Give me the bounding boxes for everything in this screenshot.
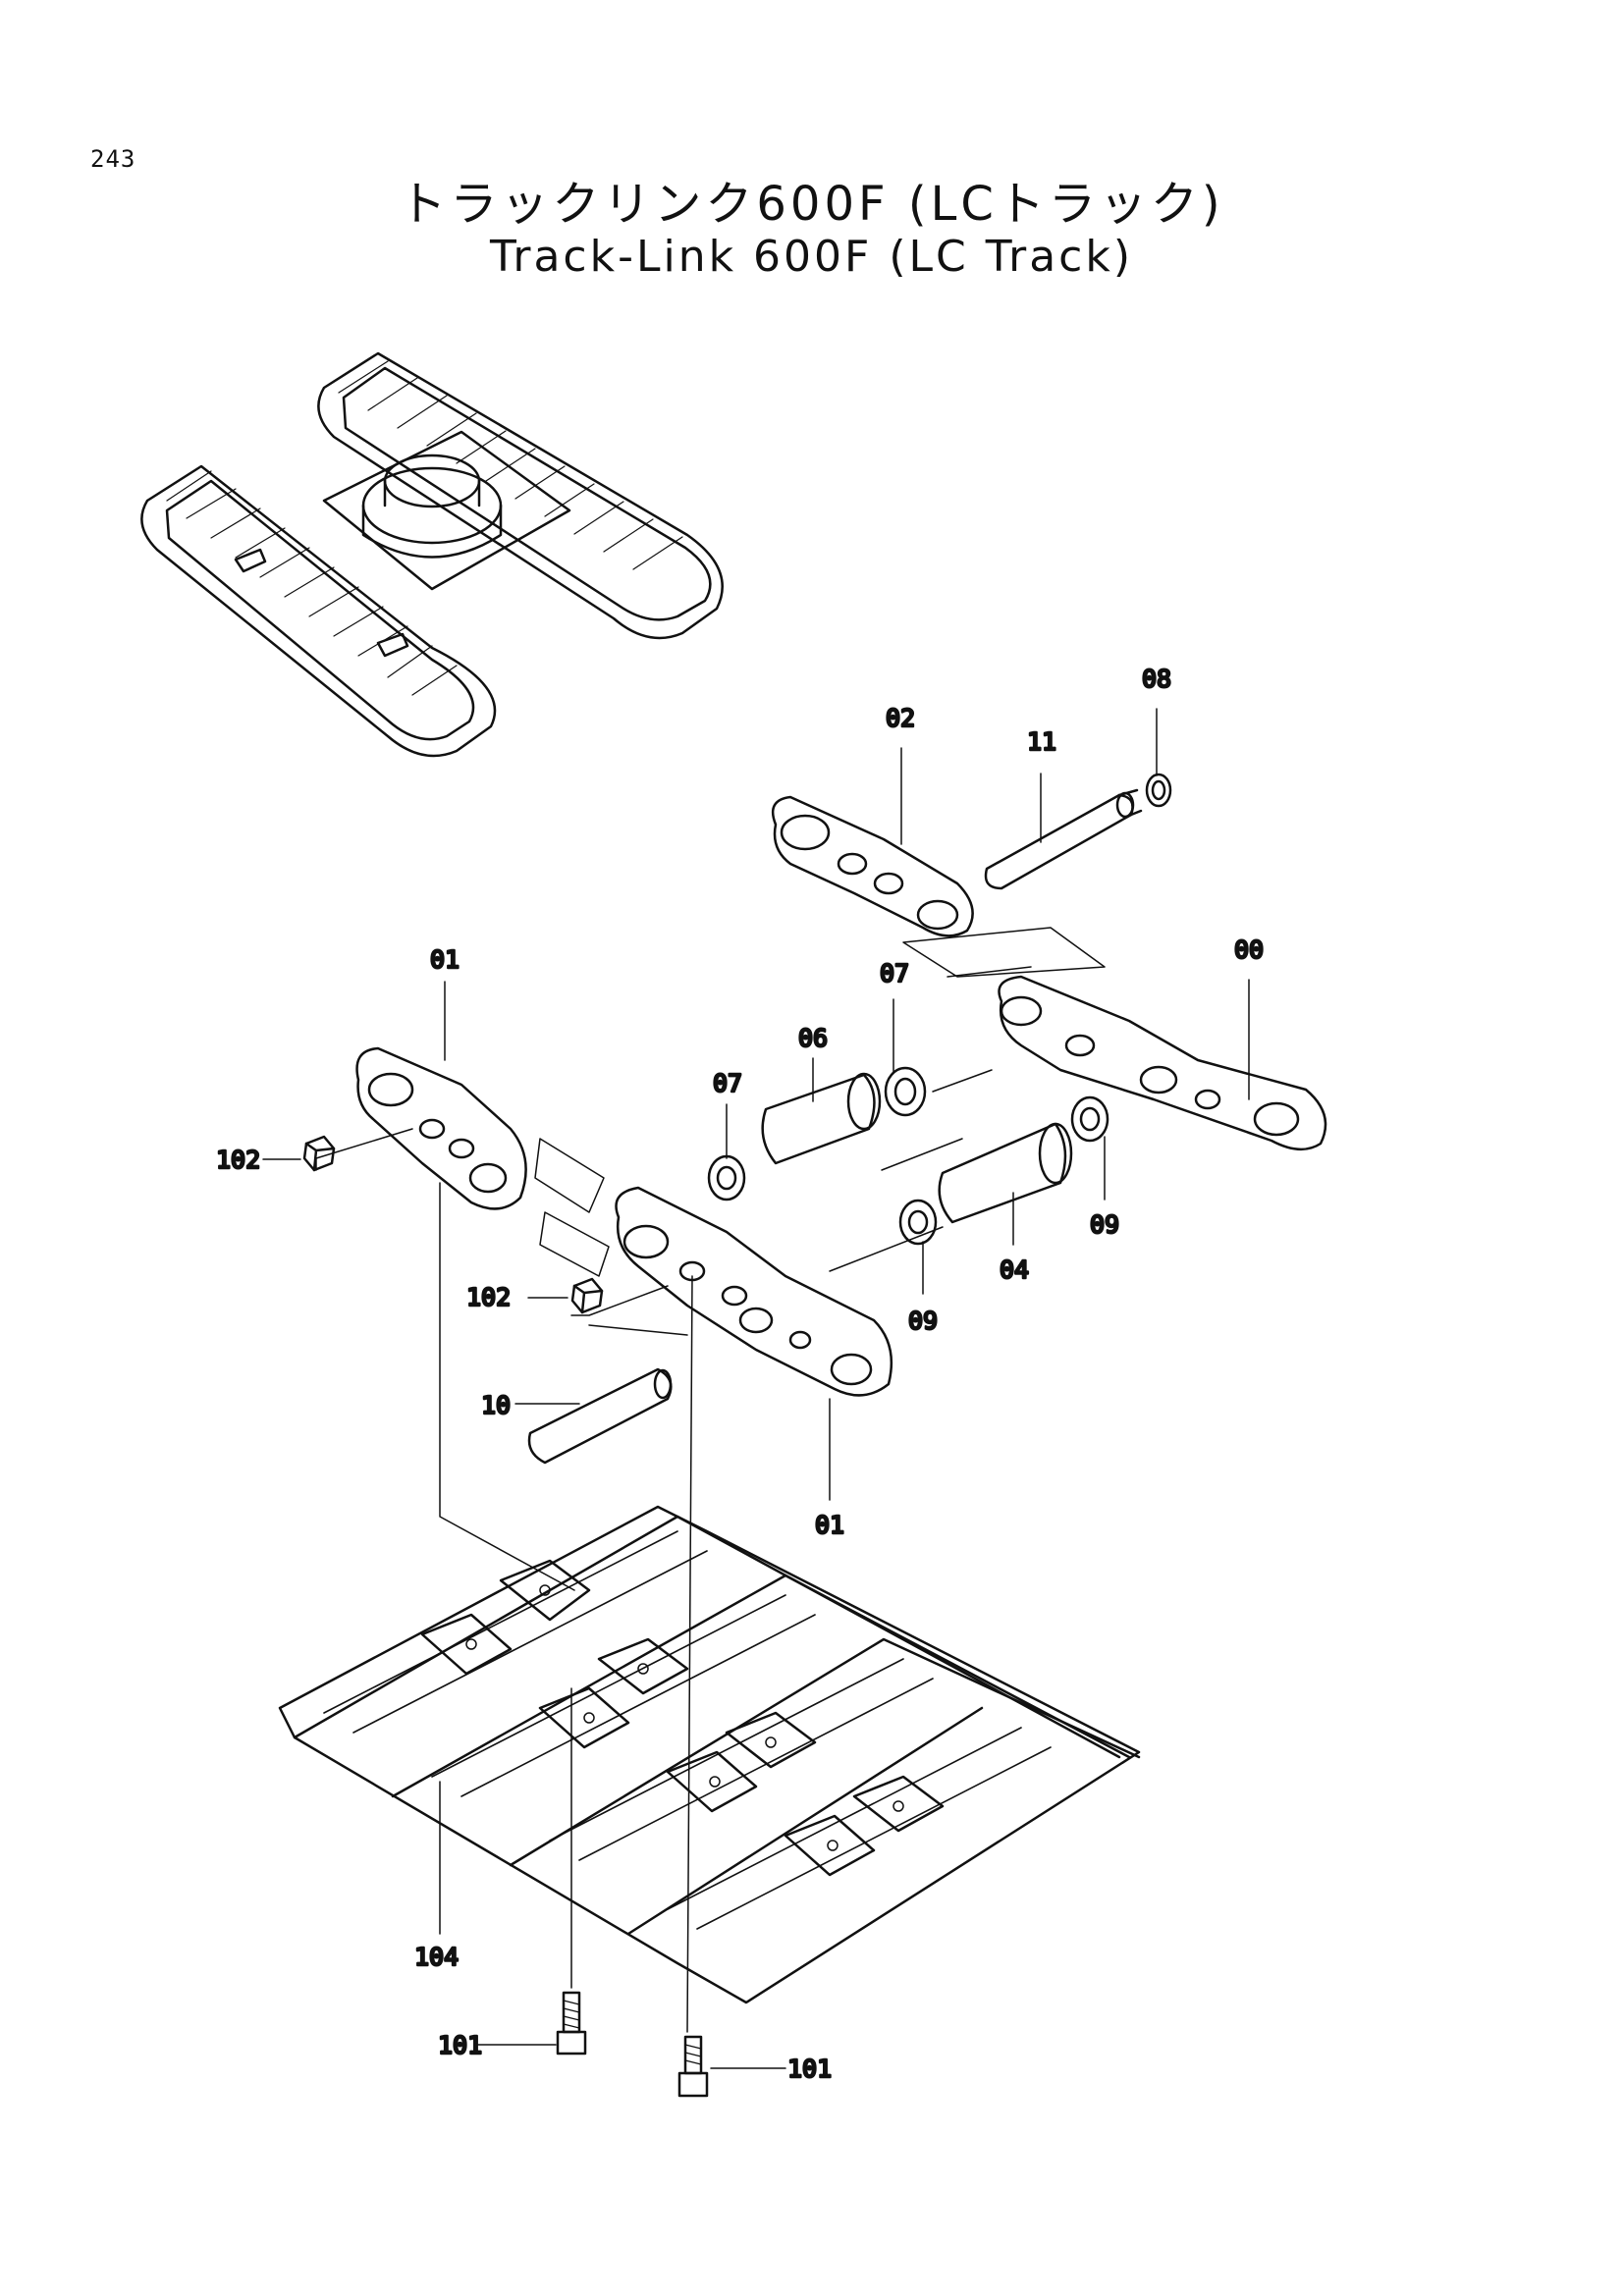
snap-ring-08 (1145, 773, 1172, 808)
seal-ring-07-lower (707, 1154, 746, 1201)
callout-08: 08 (1142, 665, 1171, 693)
callout-06: 06 (798, 1024, 828, 1052)
title-english: Track-Link 600F (LC Track) (489, 232, 1134, 282)
seal-plate-upper (902, 927, 1106, 978)
nut-102-lower (570, 1277, 604, 1314)
callout-07-upper: 07 (880, 959, 909, 988)
shoe-bolt-101-left (556, 1991, 587, 2056)
callout-104: 104 (414, 1943, 459, 1971)
callout-09-center: 09 (908, 1307, 938, 1335)
track-link-02 (771, 795, 974, 937)
seal-plate-left (534, 1138, 605, 1213)
seal-plate-mid (539, 1211, 610, 1277)
callout-00: 00 (1234, 935, 1264, 964)
callout-07-lower: 07 (713, 1069, 742, 1097)
callout-101-right: 101 (787, 2055, 832, 2083)
callout-102-upper: 102 (216, 1146, 260, 1174)
callout-09-right: 09 (1090, 1210, 1119, 1239)
callout-101-left: 101 (438, 2031, 482, 2059)
track-link-01-lower (615, 1186, 893, 1397)
callout-01-upper: 01 (430, 945, 460, 974)
bushing-04 (938, 1122, 1073, 1224)
shoe-bolt-101-right (677, 2035, 709, 2098)
callout-02: 02 (886, 704, 915, 732)
track-link-01-upper (355, 1046, 527, 1210)
callout-11: 11 (1027, 727, 1056, 756)
track-shoe-assembly-104 (278, 1505, 1141, 2004)
callout-01-lower: 01 (815, 1511, 844, 1539)
leader-lines (262, 708, 1250, 2069)
seal-ring-09-center (898, 1199, 938, 1246)
callout-labels: 02 11 08 00 01 07 06 07 09 04 09 01 102 … (215, 664, 1266, 2085)
callout-10: 10 (481, 1391, 511, 1419)
title-japanese: トラックリンク600F (LCトラック) (399, 177, 1224, 232)
page-number: 243 (90, 145, 136, 173)
track-pin-10 (527, 1367, 673, 1465)
undercarriage-overview-illustration (140, 351, 724, 758)
track-pin-11 (984, 788, 1143, 890)
seal-ring-07-upper (884, 1066, 927, 1117)
seal-ring-09-right (1070, 1095, 1109, 1143)
track-link-00 (998, 975, 1327, 1150)
nut-102-upper (302, 1135, 336, 1172)
callout-102-lower: 102 (466, 1283, 511, 1311)
bushing-06 (761, 1072, 882, 1165)
callout-04: 04 (1000, 1255, 1029, 1284)
